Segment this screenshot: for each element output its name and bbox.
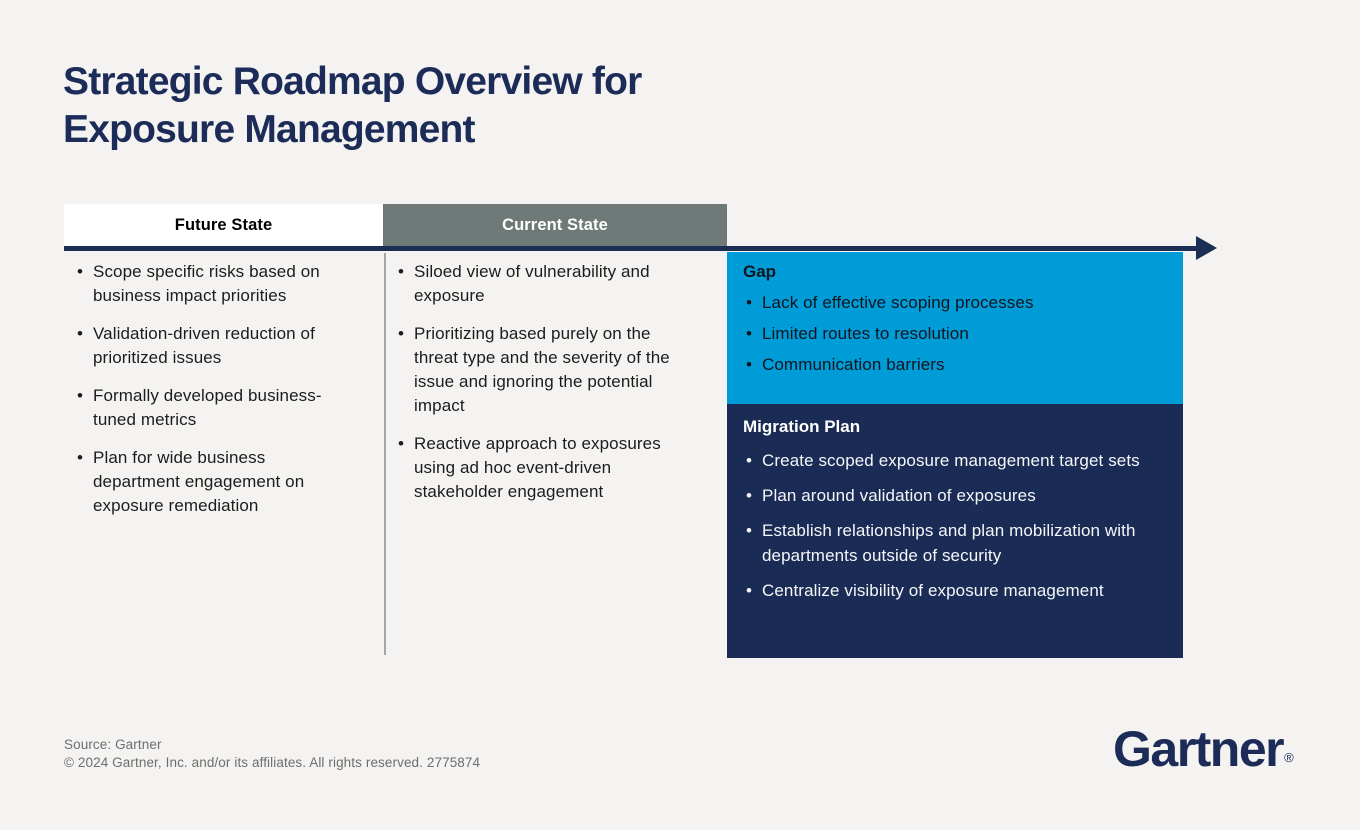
migration-plan-title: Migration Plan	[743, 417, 861, 436]
bullet-item: Scope specific risks based on business i…	[74, 260, 352, 308]
bullet-item: Siloed view of vulnerability and exposur…	[395, 260, 691, 308]
current-state-header: Current State	[383, 204, 727, 246]
gap-list: Lack of effective scoping processesLimit…	[743, 291, 1167, 377]
future-state-list: Scope specific risks based on business i…	[74, 260, 352, 532]
bullet-item: Lack of effective scoping processes	[743, 291, 1167, 315]
bullet-item: Prioritizing based purely on the threat …	[395, 322, 691, 418]
page-title-line-1: Strategic Roadmap Overview for	[63, 60, 642, 103]
bullet-item: Create scoped exposure management target…	[743, 448, 1171, 473]
gartner-logo-text: Gartner	[1113, 721, 1285, 777]
page-title-line-2: Exposure Management	[63, 108, 476, 151]
future-state-header-label: Future State	[174, 215, 273, 234]
current-state-list: Siloed view of vulnerability and exposur…	[395, 260, 691, 518]
footer-note: Source: Gartner © 2024 Gartner, Inc. and…	[64, 736, 480, 771]
footer-copyright: © 2024 Gartner, Inc. and/or its affiliat…	[64, 754, 481, 770]
column-divider	[384, 253, 386, 655]
bullet-item: Validation-driven reduction of prioritiz…	[74, 322, 352, 370]
gartner-logo: Gartner®	[1113, 720, 1294, 778]
gap-box: Gap Lack of effective scoping processesL…	[727, 252, 1183, 404]
bullet-item: Establish relationships and plan mobiliz…	[743, 518, 1171, 568]
bullet-item: Centralize visibility of exposure manage…	[743, 578, 1171, 603]
footer-source: Source: Gartner	[64, 737, 162, 752]
timeline-arrow-line	[64, 246, 1202, 251]
migration-plan-box: Migration Plan Create scoped exposure ma…	[727, 404, 1183, 658]
gap-box-title: Gap	[743, 262, 777, 281]
bullet-item: Communication barriers	[743, 353, 1167, 377]
bullet-item: Reactive approach to exposures using ad …	[395, 432, 691, 504]
bullet-item: Plan for wide business department engage…	[74, 446, 352, 518]
timeline-arrow-head-icon	[1196, 236, 1217, 260]
future-state-header: Future State	[64, 204, 383, 246]
registered-trademark-icon: ®	[1284, 750, 1294, 765]
migration-plan-list: Create scoped exposure management target…	[743, 448, 1171, 603]
bullet-item: Limited routes to resolution	[743, 322, 1167, 346]
current-state-header-label: Current State	[502, 215, 608, 234]
bullet-item: Plan around validation of exposures	[743, 483, 1171, 508]
bullet-item: Formally developed business-tuned metric…	[74, 384, 352, 432]
